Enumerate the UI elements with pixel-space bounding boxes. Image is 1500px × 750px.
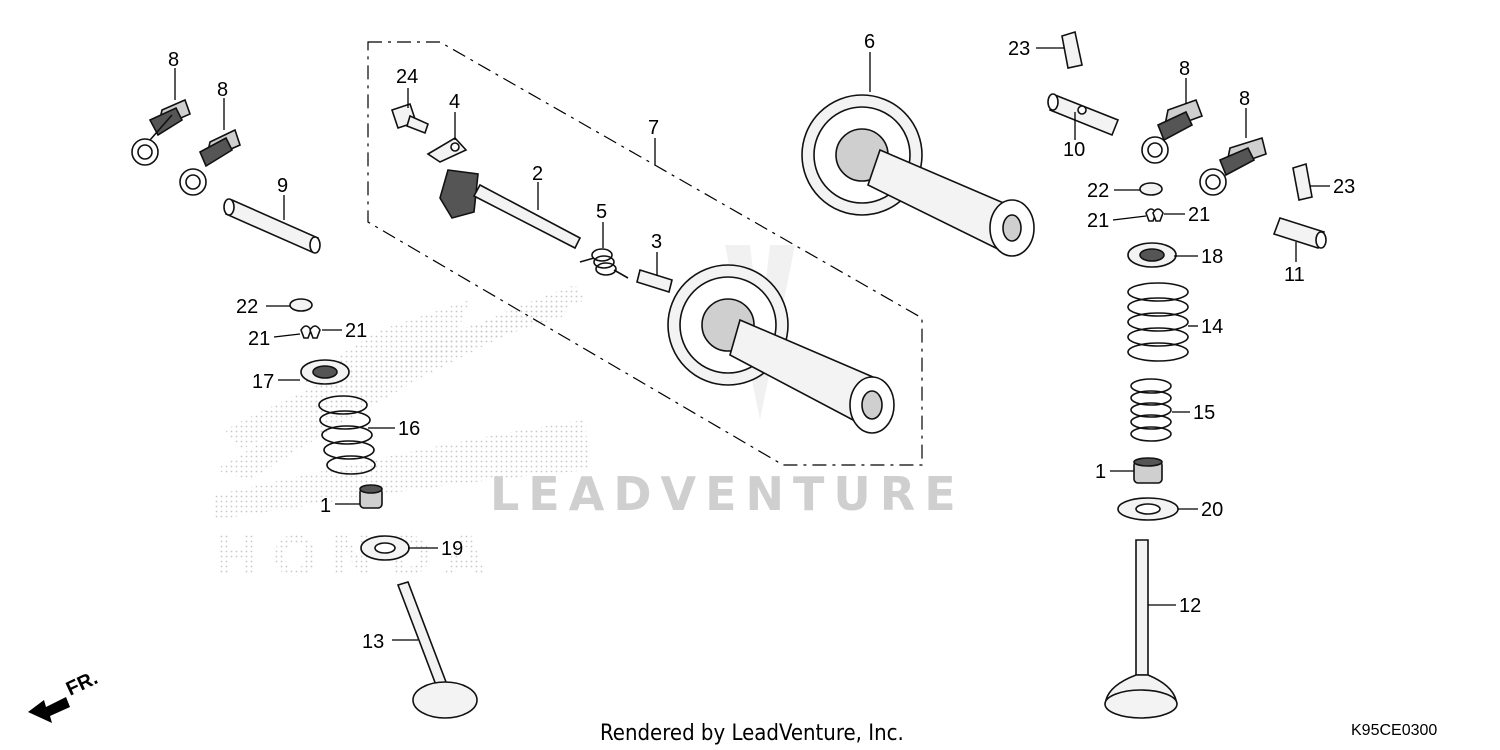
rocker-shaft-10 xyxy=(1047,93,1120,137)
callout-8: 8 xyxy=(168,49,179,71)
camshaft-group-frame xyxy=(367,41,923,466)
front-direction-arrow: FR. xyxy=(28,667,101,723)
valve-cotter-right xyxy=(1145,208,1164,222)
dowel-pin-23-right xyxy=(1292,162,1313,201)
callout-8: 8 xyxy=(1239,88,1250,110)
outer-valve-spring-right xyxy=(1127,282,1189,362)
callout-17: 17 xyxy=(252,371,274,393)
callout-1: 1 xyxy=(1095,461,1106,483)
rendered-by-label: Rendered by LeadVenture, Inc. xyxy=(600,721,904,746)
leadventure-watermark: LEADVENTURE xyxy=(490,467,965,521)
rocker-arm-right-2 xyxy=(1199,136,1267,196)
callout-4: 4 xyxy=(449,91,460,113)
camshaft-6 xyxy=(801,94,1035,257)
callout-7: 7 xyxy=(648,117,659,139)
callout-10: 10 xyxy=(1063,139,1085,161)
callout-9: 9 xyxy=(277,175,288,197)
callout-21: 21 xyxy=(248,328,270,350)
rocker-arm-left-2 xyxy=(179,128,241,196)
callout-8: 8 xyxy=(1179,58,1190,80)
rocker-arm-left-1 xyxy=(131,98,192,166)
callout-19: 19 xyxy=(441,538,463,560)
valve-cotter-left xyxy=(300,325,321,339)
callout-3: 3 xyxy=(651,231,662,253)
callout-21: 21 xyxy=(1087,210,1109,232)
callout-23: 23 xyxy=(1008,38,1030,60)
callout-21: 21 xyxy=(345,320,367,342)
valve-spring-retainer-right xyxy=(1127,242,1177,268)
callout-13: 13 xyxy=(362,631,384,653)
bolt-24 xyxy=(390,102,429,135)
callout-16: 16 xyxy=(398,418,420,440)
callout-22: 22 xyxy=(1087,180,1109,202)
valve-spring-seat-left xyxy=(360,535,410,561)
rocker-arm-right-1 xyxy=(1141,98,1204,164)
callout-23: 23 xyxy=(1333,176,1355,198)
fr-label: FR. xyxy=(63,667,101,701)
intake-valve xyxy=(1104,539,1178,719)
callout-14: 14 xyxy=(1201,316,1223,338)
callouts: 8 8 9 22 21 21 17 16 1 19 13 24 4 7 2 5 … xyxy=(168,31,1355,653)
exhaust-valve xyxy=(396,581,478,719)
callout-6: 6 xyxy=(864,31,875,53)
valve-cap-right xyxy=(1139,182,1163,196)
dowel-pin-23-top xyxy=(1061,30,1083,69)
callout-8: 8 xyxy=(217,79,228,101)
diagram-code: K95CE0300 xyxy=(1351,722,1437,739)
honda-logo-watermark: HONDA xyxy=(215,525,498,588)
valve-spring-retainer-left xyxy=(300,359,350,385)
callout-20: 20 xyxy=(1201,499,1223,521)
leader-lines xyxy=(174,47,1330,641)
valve-spring-left xyxy=(318,395,376,475)
callout-15: 15 xyxy=(1193,402,1215,424)
valve-stem-seal-right xyxy=(1133,457,1163,484)
callout-12: 12 xyxy=(1179,595,1201,617)
valve-stem-seal-left xyxy=(359,484,383,509)
rocker-shaft-11 xyxy=(1272,217,1327,249)
callout-22: 22 xyxy=(236,296,258,318)
callout-5: 5 xyxy=(596,201,607,223)
pin-3 xyxy=(636,268,673,294)
valve-spring-seat-right xyxy=(1117,497,1179,521)
callout-2: 2 xyxy=(532,163,543,185)
camshaft-assembly-7 xyxy=(667,264,895,434)
inner-valve-spring-right xyxy=(1130,378,1172,442)
decompressor-spring-5 xyxy=(579,248,629,279)
callout-1: 1 xyxy=(320,495,331,517)
valve-retainer-cap-left xyxy=(289,298,313,312)
callout-18: 18 xyxy=(1201,246,1223,268)
callout-24: 24 xyxy=(396,66,418,88)
rocker-shaft-left xyxy=(223,198,321,254)
callout-21: 21 xyxy=(1188,204,1210,226)
callout-11: 11 xyxy=(1284,264,1305,286)
lock-plate-4 xyxy=(426,136,468,163)
decompressor-shaft-2 xyxy=(439,169,582,250)
